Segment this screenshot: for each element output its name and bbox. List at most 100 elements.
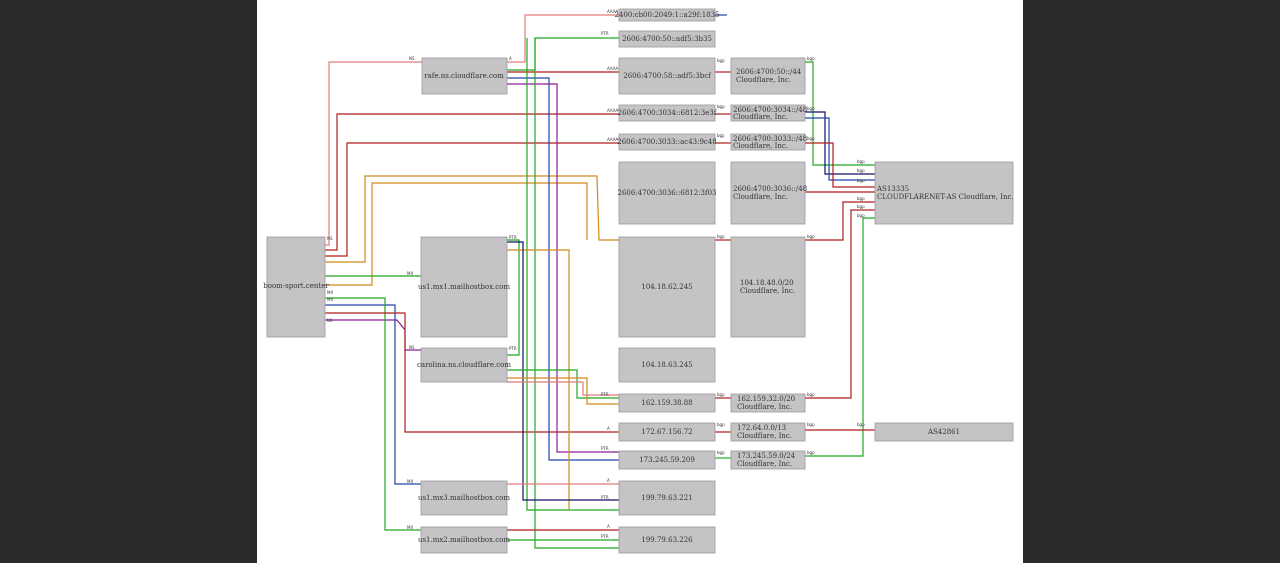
dns-graph: boom-sport.center rafe.ns.cloudflare.com… [263, 8, 1014, 554]
edge-label-ns-1: NS [409, 56, 415, 61]
edge-label-bgp-13: bgp [807, 422, 815, 427]
node-mx1-label: us1.mx1.mailhostbox.com [418, 283, 510, 291]
node-prefix-4-range: 2606:4700:3036::/48 [733, 185, 807, 193]
node-prefix-2-range: 2606:4700:3034::/48 [733, 106, 807, 114]
node-prefix-6-org: Cloudflare, Inc. [737, 403, 792, 411]
node-prefix-5-range: 104.18.48.0/20 [740, 279, 794, 287]
node-prefix-5-org: Cloudflare, Inc. [740, 287, 795, 295]
node-domain[interactable]: boom-sport.center [263, 236, 329, 338]
node-ns-carolina[interactable]: carolina.ns.cloudflare.com [417, 347, 511, 383]
edge-ns-rafe [325, 61, 422, 246]
edge-as-7 [805, 209, 875, 399]
node-as42861-label: AS42861 [927, 428, 960, 436]
edge-label-bgp-9: bgp [807, 106, 815, 111]
node-ip6-a-label: 2400:cb00:2049:1::a29f:1835 [614, 11, 719, 19]
edge-car-ip4c [507, 369, 619, 399]
node-domain-label: boom-sport.center [263, 282, 329, 290]
node-prefix-8[interactable]: 173.245.59.0/24 Cloudflare, Inc. [730, 450, 806, 470]
edge-as-1 [805, 61, 875, 166]
node-ip4-a-label: 104.18.62.245 [641, 283, 692, 291]
node-ip4-g-label: 199.79.63.226 [641, 536, 693, 544]
node-prefix-5[interactable]: 104.18.48.0/20 Cloudflare, Inc. [730, 236, 806, 338]
node-prefix-7-org: Cloudflare, Inc. [737, 432, 792, 440]
edge-label-mx-4: MX [327, 290, 333, 295]
node-prefix-3[interactable]: 2606:4700:3033::/48 Cloudflare, Inc. [730, 133, 807, 151]
edge-label-bgp-3: bgp [717, 133, 725, 138]
edge-label-a-3: A [607, 478, 610, 483]
node-prefix-4-org: Cloudflare, Inc. [733, 193, 788, 201]
node-ns-rafe-label: rafe.ns.cloudflare.com [424, 72, 504, 80]
node-ip6-e[interactable]: 2606:4700:3033::ac43:9c48 [617, 133, 717, 151]
node-prefix-6[interactable]: 162.159.32.0/20 Cloudflare, Inc. [730, 393, 806, 413]
graph-canvas: boom-sport.center rafe.ns.cloudflare.com… [257, 0, 1023, 563]
node-prefix-7[interactable]: 172.64.0.0/13 Cloudflare, Inc. [730, 422, 806, 442]
node-ip4-d-label: 172.67.156.72 [641, 428, 692, 436]
node-prefix-8-org: Cloudflare, Inc. [737, 460, 792, 468]
node-ip6-a[interactable]: 2400:cb00:2049:1::a29f:1835 [614, 8, 720, 22]
edge-label-bgp-19: bgp [857, 204, 865, 209]
node-ip4-f-label: 199.79.63.221 [641, 494, 692, 502]
edge-label-bgp-14: bgp [807, 450, 815, 455]
edge-label-a-1: A [509, 56, 512, 61]
node-prefix-1[interactable]: 2606:4700:50::/44 Cloudflare, Inc. [730, 57, 806, 95]
edge-label-aaaa-2: AAAA [607, 66, 619, 71]
edge-label-bgp-10: bgp [807, 136, 815, 141]
node-ip4-b[interactable]: 104.18.63.245 [618, 347, 716, 383]
edge-label-bgp-11: bgp [807, 234, 815, 239]
edge-label-mx-3: MX [407, 525, 413, 530]
edge-label-bgp-21: bgp [857, 422, 865, 427]
node-prefix-3-range: 2606:4700:3033::/48 [733, 135, 807, 143]
edge-label-bgp-20: bgp [857, 213, 865, 218]
node-ip6-c[interactable]: 2606:4700:58::adf5:3bcf [618, 57, 716, 95]
node-as13335[interactable]: AS13335 CLOUDFLARENET-AS Cloudflare, Inc… [874, 161, 1014, 225]
node-as13335-name: CLOUDFLARENET-AS Cloudflare, Inc. [877, 193, 1014, 201]
edge-as-8 [805, 217, 875, 457]
node-prefix-3-org: Cloudflare, Inc. [733, 142, 788, 150]
node-ns-carolina-label: carolina.ns.cloudflare.com [417, 361, 511, 369]
edge-mx1-ip4f [507, 249, 570, 510]
edge-label-bgp-6: bgp [717, 422, 725, 427]
edge-a-ip6e [325, 142, 619, 257]
edge-a-ip6d [325, 113, 619, 251]
node-prefix-1-range: 2606:4700:50::/44 [736, 68, 802, 76]
edge-ptr-green [526, 38, 619, 511]
node-ip6-f[interactable]: 2606:4700:3036::6812:3f03 [617, 161, 717, 225]
edge-label-ptr-5: PTR [601, 446, 609, 451]
node-prefix-2[interactable]: 2606:4700:3034::/48 Cloudflare, Inc. [730, 104, 807, 122]
edge-rafe-purple [507, 83, 619, 453]
node-ip6-b[interactable]: 2606:4700:50::adf5:3b35 [618, 30, 716, 48]
node-ip6-d[interactable]: 2606:4700:3034::6812:3e3f [618, 104, 718, 122]
node-prefix-4[interactable]: 2606:4700:3036::/48 Cloudflare, Inc. [730, 161, 807, 225]
node-ip6-c-label: 2606:4700:58::adf5:3bcf [623, 72, 712, 80]
node-mx3[interactable]: us1.mx3.mailhostbox.com [418, 480, 510, 516]
node-prefix-1-org: Cloudflare, Inc. [736, 76, 791, 84]
edge-as-6 [805, 201, 875, 241]
edge-label-bgp-7: bgp [717, 450, 725, 455]
node-ns-rafe[interactable]: rafe.ns.cloudflare.com [421, 57, 508, 95]
node-mx2-label: us1.mx2.mailhostbox.com [418, 536, 510, 544]
edge-mx1-ptr [507, 239, 520, 356]
edge-labels: NS MX NS MX MX NS MX MX NS AAAA PTR AAAA… [327, 9, 865, 539]
edge-a-ip4d [325, 312, 619, 433]
node-prefix-7-range: 172.64.0.0/13 [737, 424, 786, 432]
node-mx1[interactable]: us1.mx1.mailhostbox.com [418, 236, 510, 338]
node-ip4-g[interactable]: 199.79.63.226 [618, 526, 716, 554]
edge-a-ip4a [325, 175, 619, 263]
node-ip4-c[interactable]: 162.159.38.88 [618, 393, 716, 413]
node-mx2[interactable]: us1.mx2.mailhostbox.com [418, 526, 510, 554]
node-ip6-f-label: 2606:4700:3036::6812:3f03 [617, 189, 716, 197]
node-as42861[interactable]: AS42861 [874, 422, 1014, 442]
edge-car-pink [507, 381, 619, 396]
edge-label-ns-2: NS [409, 345, 415, 350]
edge-mx-mx3 [325, 304, 421, 485]
edge-label-ns-3: NS [327, 236, 333, 241]
node-ip4-d[interactable]: 172.67.156.72 [618, 422, 716, 442]
edge-mx-mx2 [325, 297, 421, 531]
edge-label-ptr-3: PTR [509, 346, 517, 351]
edge-mx1-navy [507, 241, 619, 501]
node-ip4-a[interactable]: 104.18.62.245 [618, 236, 716, 338]
node-prefix-8-range: 173.245.59.0/24 [737, 452, 796, 460]
node-ip4-e[interactable]: 173.245.59.209 [618, 450, 716, 470]
edge-label-mx-2: MX [407, 479, 413, 484]
node-ip4-f[interactable]: 199.79.63.221 [618, 480, 716, 516]
